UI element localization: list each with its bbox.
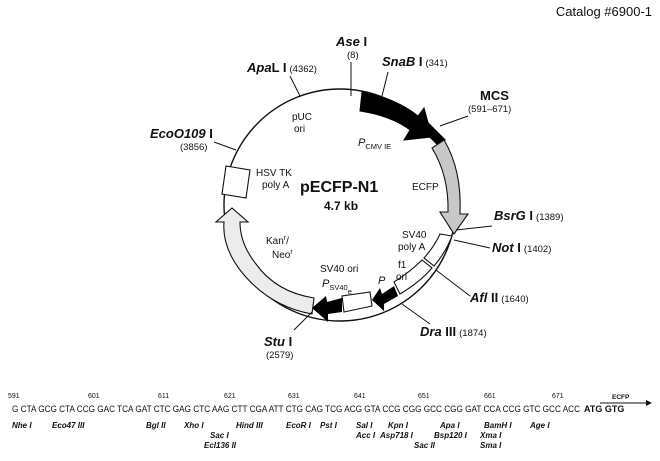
kan-neo-arrow [214, 207, 315, 315]
seq-num-591: 591 [8, 393, 20, 400]
sv40-ori-block [341, 291, 373, 313]
enzyme-pst: Pst I [320, 421, 338, 430]
eco0109-pos: (3856) [180, 142, 207, 153]
pcmv-label: PCMV IE [358, 137, 391, 151]
hsv-tk-label-2: poly A [262, 180, 290, 191]
plasmid-name: pECFP-N1 [300, 179, 378, 196]
eco0109-label: EcoO109 I [150, 126, 213, 141]
mcs-block [422, 122, 446, 146]
enzyme-ecor: EcoR I [286, 421, 312, 430]
puc-ori-label-2: ori [294, 124, 305, 135]
seq-num-621: 621 [224, 393, 236, 400]
enzyme-nhe: Nhe I [12, 421, 32, 430]
psv40-arrow [312, 296, 342, 322]
afl-label: Afl II(1640) [469, 290, 529, 305]
afl-tick [435, 269, 471, 297]
mcs-tick [439, 115, 469, 127]
seq-num-601: 601 [88, 393, 100, 400]
stu-tick [293, 311, 313, 331]
apal-label: ApaL I(4362) [246, 60, 317, 75]
puc-ori-label-1: pUC [292, 112, 312, 123]
enzyme-age: Age I [529, 421, 550, 430]
enzyme-bsp: Bsp120 I [434, 431, 468, 440]
sv40-polya-label-1: SV40 [402, 230, 427, 241]
ecfp-label: ECFP [412, 182, 439, 193]
not-tick [453, 239, 491, 249]
psv40-label: PSV40e [322, 278, 352, 296]
ase-label: Ase I [335, 34, 367, 49]
catalog-number: Catalog #6900-1 [555, 4, 652, 19]
seq-ecfp-label: ECFP [612, 394, 630, 401]
stu-pos: (2579) [266, 350, 293, 361]
seq-num-641: 641 [354, 393, 366, 400]
sv40-ori-label: SV40 ori [320, 264, 358, 275]
mcs-label: MCS [480, 88, 509, 103]
dra-tick [401, 303, 431, 325]
snab-tick [381, 71, 389, 97]
enzyme-sma: Sma I [480, 441, 502, 450]
enzyme-bgl: Bgl II [146, 421, 166, 430]
seq-text: G CTA GCG CTA CCG GAC TCA GAT CTC GAG CT… [12, 404, 580, 414]
enzyme-sal: Sal I [356, 421, 373, 430]
ecfp-arrowhead [646, 400, 652, 406]
plasmid-size: 4.7 kb [324, 199, 358, 213]
pcmv-arrow [359, 91, 433, 141]
dra-label: Dra III(1874) [420, 324, 487, 339]
enzyme-bam: BamH I [484, 421, 512, 430]
p-small-arrow [372, 286, 398, 311]
f1-ori-label-2: ori [396, 272, 407, 283]
kan-label: Kanr/ [266, 235, 289, 247]
not-label: Not I(1402) [492, 240, 551, 255]
enzyme-xho: Xho I [183, 421, 204, 430]
enzyme-acc: Acc I [355, 431, 376, 440]
seq-num-671: 671 [552, 393, 564, 400]
seq-num-631: 631 [288, 393, 300, 400]
mcs-sequence: 591 601 611 621 631 641 651 661 671 G CT… [8, 393, 652, 450]
eco0109-tick [213, 141, 237, 151]
sv40-polya-label-2: poly A [398, 242, 426, 253]
f1-ori-segment [393, 259, 433, 295]
enzyme-xma: Xma I [479, 431, 502, 440]
sv40-polya-segment [423, 233, 453, 267]
enzyme-asp: Asp718 I [379, 431, 414, 440]
hsv-tk-polya-box [221, 165, 251, 199]
enzyme-apa: Apa I [439, 421, 460, 430]
seq-tail: ATG GTG [584, 404, 624, 414]
seq-num-661: 661 [484, 393, 496, 400]
bsrg-label: BsrG I(1389) [494, 208, 564, 223]
hsv-tk-label-1: HSV TK [256, 168, 292, 179]
neo-label: Neor [272, 249, 293, 261]
enzyme-sac: Sac I [210, 431, 229, 440]
stu-label: Stu I [264, 334, 292, 349]
enzyme-ecl: Ecl136 II [204, 441, 237, 450]
seq-num-651: 651 [418, 393, 430, 400]
f1-ori-label-1: f1 [398, 260, 407, 271]
bsrg-tick [455, 225, 493, 231]
seq-num-611: 611 [158, 393, 169, 400]
p-small-label: P [378, 275, 386, 287]
enzyme-kpn: Kpn I [388, 421, 409, 430]
ase-pos: (8) [347, 50, 359, 61]
enzyme-hind: Hind III [236, 421, 263, 430]
enzyme-eco47: Eco47 III [52, 421, 85, 430]
apal-tick [289, 75, 301, 97]
enzyme-sac2: Sac II [414, 441, 436, 450]
snab-label: SnaB I(341) [382, 54, 448, 69]
mcs-pos: (591–671) [468, 104, 511, 115]
ecfp-arrow [431, 139, 470, 235]
